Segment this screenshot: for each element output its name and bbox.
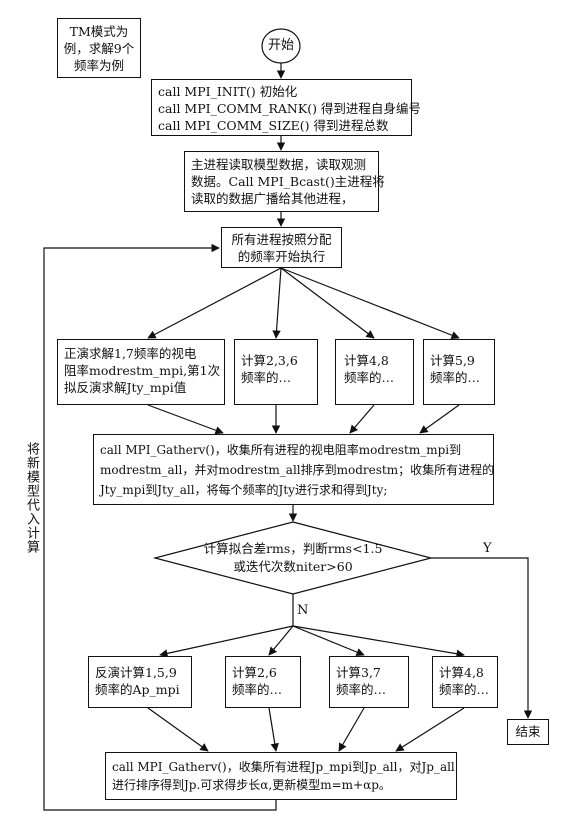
edge-branch3-gather1	[349, 404, 375, 434]
gather1-line-2: modrestm_all，并对modrestm_all排序到modrestm；收…	[100, 463, 495, 477]
init-line-2: call MPI_COMM_RANK() 得到进程自身编号	[158, 101, 421, 116]
inverse-branch-3-line-2: 频率的…	[336, 682, 387, 697]
inverse-branch-2: 计算2,6 频率的…	[225, 656, 301, 708]
edge-dispatch-branch1	[147, 267, 282, 339]
forward-branch-3-line-2: 频率的…	[344, 370, 395, 385]
edge-no-inv1	[159, 625, 294, 658]
edge-no-inv2	[268, 625, 294, 656]
forward-branch-4-line-1: 计算5,9	[430, 353, 475, 368]
dispatch-box: 所有进程按照分配 的频率开始执行	[221, 227, 342, 268]
gather1-line-3: Jty_mpi到Jty_all，将每个频率的Jty进行求和得到Jty;	[100, 483, 388, 497]
forward-branch-1-line-2: 阻率modrestm_mpi,第1次	[64, 363, 221, 378]
inverse-branch-1-line-1: 反演计算1,5,9	[95, 665, 177, 680]
edge-inv1-gather2	[147, 707, 209, 752]
forward-branch-1: 正演求解1,7频率的视电 阻率modrestm_mpi,第1次 拟反演求解Jty…	[57, 339, 225, 405]
forward-branch-1-line-3: 拟反演求解Jty_mpi值	[64, 380, 187, 395]
read-line-2: 数据。Call MPI_Bcast()主进程将	[191, 174, 385, 189]
gather1-box: call MPI_Gatherv()，收集所有进程的视电阻率modrestm_m…	[93, 434, 494, 505]
dispatch-line-2: 的频率开始执行	[237, 249, 326, 264]
read-line-3: 读取的数据广播给其他进程，	[191, 191, 354, 206]
forward-branch-2: 计算2,3,6 频率的…	[234, 339, 318, 405]
end-label: 结束	[515, 724, 541, 739]
forward-branch-2-line-2: 频率的…	[241, 370, 292, 385]
inverse-branch-1-line-2: 频率的Ap_mpi	[95, 682, 180, 697]
edge-dispatch-branch3	[280, 267, 375, 339]
init-box: call MPI_INIT() 初始化 call MPI_COMM_RANK()…	[151, 79, 421, 136]
note-line-3: 频率为例	[73, 58, 124, 73]
end-box: 结束	[507, 719, 549, 745]
forward-branch-3: 计算4,8 频率的…	[335, 339, 414, 405]
edge-decision-end	[431, 557, 533, 719]
gather2-line-2: 进行排序得到Jp.可求得步长α,更新模型m=m+αp。	[112, 778, 391, 792]
decision-line-2: 或迭代次数niter>60	[233, 559, 353, 574]
gather2-box: call MPI_Gatherv()，收集所有进程Jp_mpi到Jp_all，对…	[105, 752, 457, 800]
edge-branch1-gather1	[147, 404, 224, 435]
forward-branch-1-line-1: 正演求解1,7频率的视电	[64, 346, 197, 361]
note-box: TM模式为 例，求解9个 频率为例	[57, 18, 141, 78]
edge-inv4-gather2	[395, 707, 465, 752]
edge-no-inv4	[292, 625, 465, 658]
read-line-1: 主进程读取模型数据，读取观测	[191, 157, 367, 172]
forward-branch-2-line-1: 计算2,3,6	[241, 353, 298, 368]
forward-branch-4-line-2: 频率的…	[430, 370, 481, 385]
edge-inv3-gather2	[338, 707, 365, 752]
inverse-branch-4-line-2: 频率的…	[439, 682, 490, 697]
decision-text: 计算拟合差rms，判断rms<1.5 或迭代次数niter>60	[193, 540, 393, 576]
inverse-branch-4: 计算4,8 频率的…	[432, 656, 498, 708]
start-label: 开始	[267, 38, 294, 53]
forward-branch-4: 计算5,9 频率的…	[423, 339, 495, 405]
edge-dispatch-branch4	[280, 267, 460, 340]
forward-branch-3-line-1: 计算4,8	[344, 353, 389, 368]
edge-dispatch-branch2	[272, 267, 282, 339]
inverse-branch-2-line-2: 频率的…	[232, 682, 283, 697]
init-line-1: call MPI_INIT() 初始化	[158, 84, 298, 99]
yes-label: Y	[483, 541, 492, 556]
inverse-branch-3-line-1: 计算3,7	[336, 665, 381, 680]
inverse-branch-2-line-1: 计算2,6	[232, 665, 277, 680]
init-line-3: call MPI_COMM_SIZE() 得到进程总数	[158, 118, 389, 133]
edge-no-inv3	[292, 625, 365, 657]
read-box: 主进程读取模型数据，读取观测 数据。Call MPI_Bcast()主进程将 读…	[184, 151, 385, 212]
gather2-line-1: call MPI_Gatherv()，收集所有进程Jp_mpi到Jp_all，对…	[112, 760, 455, 774]
note-line-1: TM模式为	[69, 24, 129, 39]
note-line-2: 例，求解9个	[63, 41, 135, 56]
inverse-branch-3: 计算3,7 频率的…	[329, 656, 409, 708]
edge-inv2-gather2	[268, 707, 279, 752]
loop-label: 将新模型代入计算	[24, 442, 39, 554]
edge-loop-back	[43, 243, 277, 811]
edge-branch4-gather1	[419, 404, 460, 434]
decision-line-1: 计算拟合差rms，判断rms<1.5	[203, 541, 383, 556]
no-label: N	[297, 603, 309, 618]
dispatch-line-1: 所有进程按照分配	[231, 232, 332, 247]
gather1-line-1: call MPI_Gatherv()，收集所有进程的视电阻率modrestm_m…	[100, 443, 462, 457]
inverse-branch-1: 反演计算1,5,9 频率的Ap_mpi	[88, 656, 192, 708]
inverse-branch-4-line-1: 计算4,8	[439, 665, 484, 680]
